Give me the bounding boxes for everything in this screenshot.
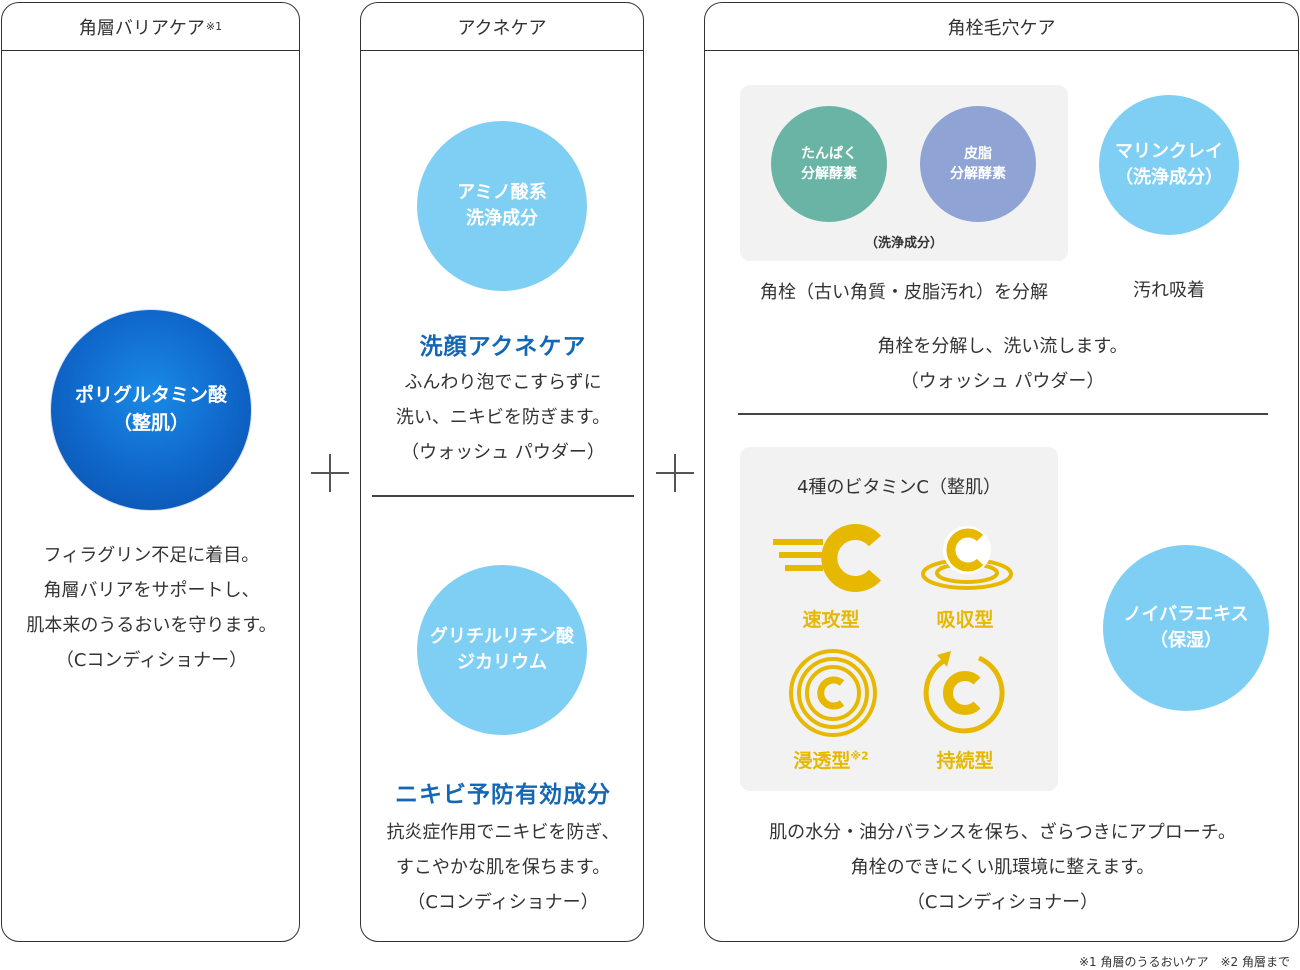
desc-line: 角栓を分解し、洗い流します。	[877, 336, 1128, 357]
desc-line: （ウォッシュ パウダー）	[401, 442, 605, 464]
enzyme-caption: （洗浄成分）	[864, 236, 943, 251]
vitamin-label-text: 速攻型	[802, 609, 860, 631]
circle-label-line2: ジカリウム	[457, 652, 547, 673]
circle-label-line1: マリンクレイ	[1115, 140, 1223, 162]
panel-header-pore: 角栓毛穴ケア	[705, 3, 1298, 51]
panel-title-note: ※1	[205, 20, 223, 33]
circle-label-line1: ノイバラエキス	[1123, 603, 1249, 625]
circle-label-line2: 分解酵素	[950, 166, 1006, 182]
circle-label-line2: 分解酵素	[801, 166, 857, 182]
acne-description-prevention: 抗炎症作用でニキビを防ぎ、 すこやかな肌を保ちます。 （Cコンディショナー）	[361, 815, 645, 920]
sustained-c-icon	[923, 651, 1005, 734]
vitamin-label-text: 持続型	[936, 750, 994, 772]
footnote: ※1 角層のうるおいケア ※2 角層まで	[1078, 955, 1290, 969]
section-divider	[738, 413, 1268, 415]
circle-label-line2: （洗浄成分）	[1115, 167, 1223, 188]
plus-icon	[311, 454, 349, 492]
vitamin-label-sustained: 持続型	[905, 746, 1025, 773]
protein-enzyme-circle: たんぱく 分解酵素	[771, 106, 887, 222]
desc-line: （Cコンディショナー）	[407, 892, 599, 914]
desc-line: ふんわり泡でこすらずに	[404, 372, 602, 393]
pore-summary: 角栓を分解し、洗い流します。 （ウォッシュ パウダー）	[705, 329, 1300, 399]
circle-label-line2: （保湿）	[1150, 630, 1222, 651]
plus-icon	[656, 454, 694, 492]
desc-line: 肌本来のうるおいを守ります。	[26, 615, 277, 637]
panel-header-barrier: 角層バリアケア※1	[2, 3, 299, 51]
vitamin-label-fast: 速攻型	[771, 605, 891, 632]
panel-title-pore: 角栓毛穴ケア	[947, 17, 1056, 39]
vitamin-box	[740, 447, 1058, 791]
sebum-enzyme-circle: 皮脂 分解酵素	[920, 106, 1036, 222]
vitamin-title: 4種のビタミンC（整肌）	[796, 477, 1002, 498]
vitamin-label-text: 浸透型	[793, 750, 851, 772]
barrier-description: フィラグリン不足に着目。 角層バリアをサポートし、 肌本来のうるおいを守ります。…	[2, 538, 301, 678]
panel-title-acne: アクネケア	[457, 17, 547, 39]
glycyrrhizinate-circle: グリチルリチン酸 ジカリウム	[417, 565, 587, 735]
desc-line: 抗炎症作用でニキビを防ぎ、	[386, 822, 620, 843]
desc-line: 角層バリアをサポートし、	[43, 580, 260, 602]
panel-barrier-care: 角層バリアケア※1 ポリグルタミン酸 （整肌） フィラグリン不足に着目。 角層バ…	[1, 2, 300, 942]
section-divider	[372, 495, 634, 497]
noibara-extract-circle: ノイバラエキス （保湿）	[1103, 545, 1269, 711]
circle-label-line1: アミノ酸系	[457, 181, 547, 203]
panel-pore-care: 角栓毛穴ケア たんぱく 分解酵素 皮脂 分解酵素 （洗浄成分） 角栓（古い角質・…	[704, 2, 1299, 942]
pore-bottom-description: 肌の水分・油分バランスを保ち、ざらつきにアプローチ。 角栓のできにくい肌環境に整…	[705, 815, 1300, 920]
circle-label-line1: 皮脂	[964, 145, 992, 162]
marine-clay-circle: マリンクレイ （洗浄成分）	[1099, 95, 1239, 235]
panel-header-acne: アクネケア	[361, 3, 643, 51]
vitamin-label-penetrate: 浸透型※2	[771, 746, 891, 773]
circle-label-line2: 洗浄成分	[466, 208, 538, 229]
acne-description-wash: ふんわり泡でこすらずに 洗い、ニキビを防ぎます。 （ウォッシュ パウダー）	[361, 365, 645, 470]
desc-line: 肌の水分・油分バランスを保ち、ざらつきにアプローチ。	[769, 822, 1236, 843]
circle-label-line1: グリチルリチン酸	[430, 625, 574, 647]
panel-title-barrier: 角層バリアケア	[78, 17, 205, 39]
polyglutamic-acid-circle: ポリグルタミン酸 （整肌）	[51, 310, 251, 510]
acne-heading-wash: 洗顔アクネケア	[419, 334, 587, 360]
absorb-c-icon	[921, 526, 1013, 590]
penetrate-c-icon	[789, 649, 877, 737]
amino-acid-cleanser-circle: アミノ酸系 洗浄成分	[417, 121, 587, 291]
clay-description: 汚れ吸着	[1133, 280, 1205, 301]
vitamin-label-absorb: 吸収型	[905, 605, 1025, 632]
desc-line: すこやかな肌を保ちます。	[395, 857, 611, 879]
vitamin-label-note: ※2	[850, 749, 869, 763]
desc-line: 角栓のできにくい肌環境に整えます。	[850, 857, 1155, 879]
desc-line: （Cコンディショナー）	[55, 650, 248, 672]
speed-c-icon	[773, 524, 882, 592]
circle-label-line1: たんぱく	[801, 145, 857, 162]
circle-label-line1: ポリグルタミン酸	[74, 384, 227, 407]
acne-heading-prevention: ニキビ予防有効成分	[395, 782, 611, 808]
circle-label-line2: （整肌）	[112, 412, 189, 434]
vitamin-label-text: 吸収型	[936, 609, 994, 631]
panel-acne-care: アクネケア アミノ酸系 洗浄成分 洗顔アクネケア ふんわり泡でこすらずに 洗い、…	[360, 2, 644, 942]
desc-line: 洗い、ニキビを防ぎます。	[395, 407, 611, 429]
enzyme-description: 角栓（古い角質・皮脂汚れ）を分解	[760, 282, 1048, 303]
desc-line: （ウォッシュ パウダー）	[900, 371, 1105, 393]
desc-line: フィラグリン不足に着目。	[43, 545, 260, 566]
desc-line: （Cコンディショナー）	[906, 892, 1099, 914]
